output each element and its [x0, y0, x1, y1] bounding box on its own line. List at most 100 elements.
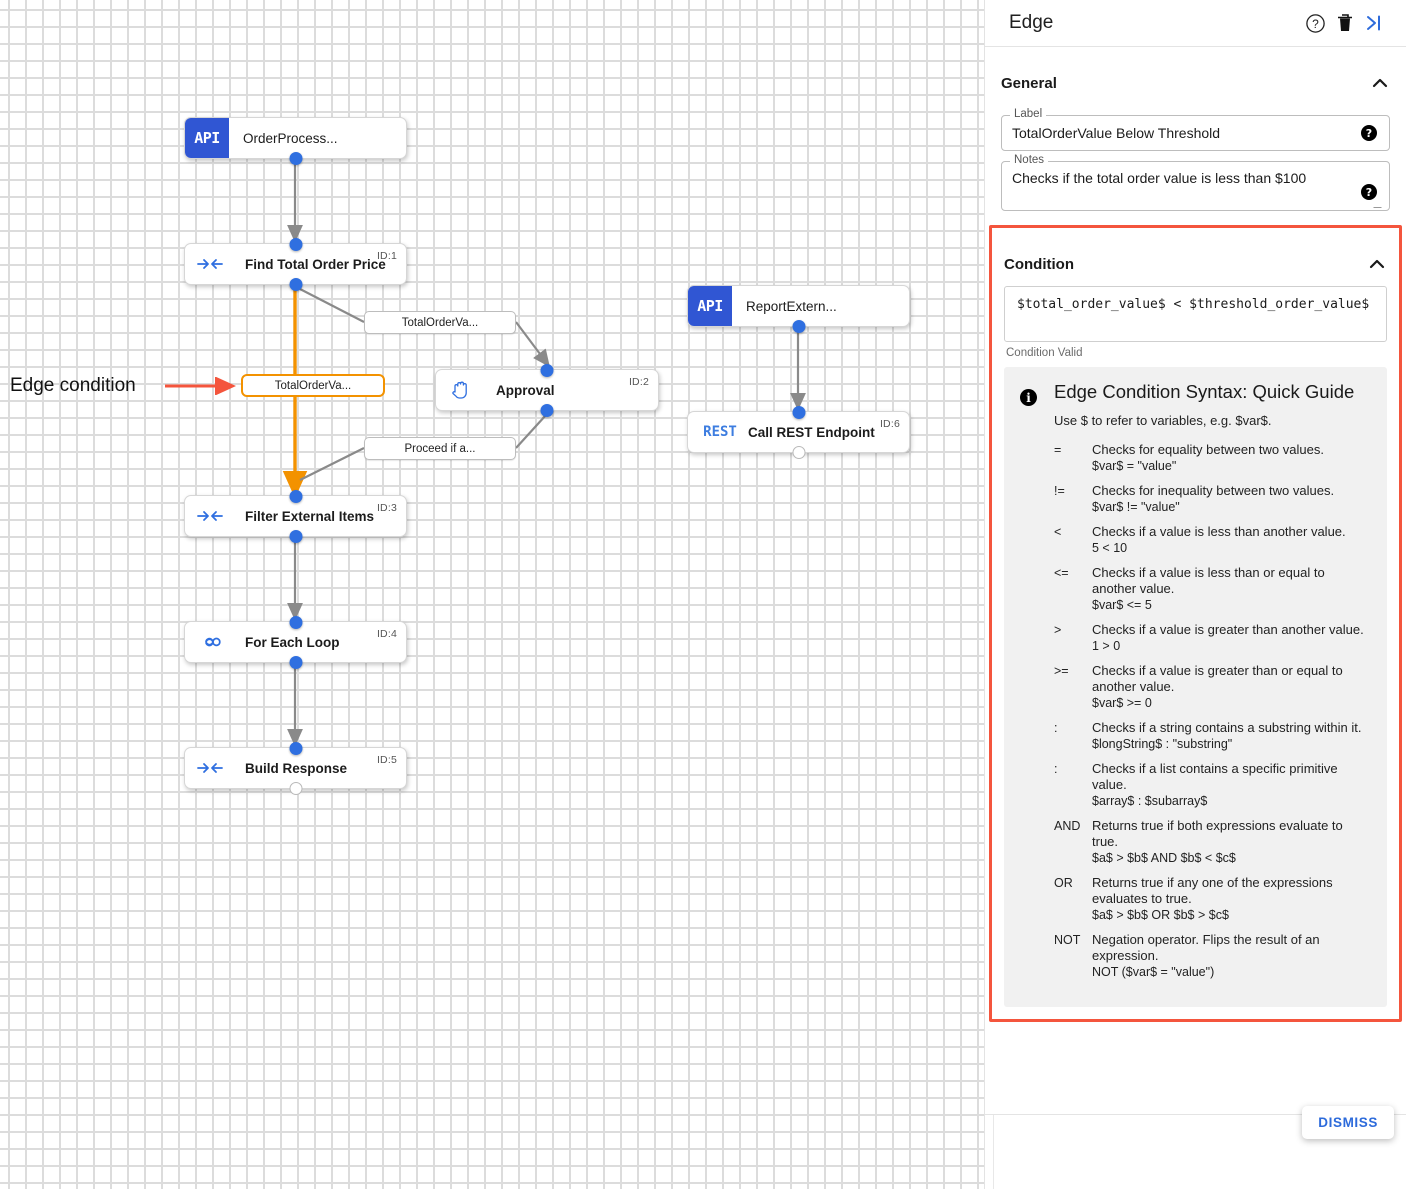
operator-symbol: : — [1054, 761, 1058, 776]
edge-label-selected[interactable]: TotalOrderVa... — [241, 374, 385, 397]
node-label: ReportExtern... — [746, 298, 837, 314]
node-id-label: ID:5 — [376, 754, 397, 766]
dismiss-button[interactable]: DISMISS — [1302, 1106, 1394, 1139]
footer-divider — [993, 1115, 994, 1189]
info-icon: i — [1020, 381, 1054, 989]
flow-canvas[interactable]: Edge condition API OrderProcess... Find … — [0, 0, 985, 1189]
edge-label[interactable]: Proceed if a... — [364, 437, 516, 460]
edge-label[interactable]: TotalOrderVa... — [364, 311, 516, 334]
condition-expression-input[interactable]: $total_order_value$ < $threshold_order_v… — [1004, 286, 1387, 342]
operator-description: Checks if a list contains a specific pri… — [1092, 760, 1338, 792]
operator-row: OR Returns true if any one of the express… — [1054, 875, 1371, 922]
node-port-out[interactable] — [792, 319, 805, 333]
chevron-up-icon[interactable] — [1370, 73, 1390, 93]
panel-title: Edge — [1009, 12, 1054, 33]
node-label: Call REST Endpoint — [748, 424, 875, 440]
edge-label-text: Proceed if a... — [404, 442, 476, 455]
node-order-process[interactable]: API OrderProcess... — [184, 117, 407, 165]
syntax-guide-subtitle: Use $ to refer to variables, e.g. $var$. — [1054, 413, 1272, 428]
operator-row: < Checks if a value is less than another … — [1054, 524, 1371, 555]
node-port-out[interactable] — [289, 151, 302, 165]
help-icon[interactable]: ? — [1361, 125, 1377, 141]
node-port-out[interactable] — [289, 781, 302, 795]
operator-description: Checks if a string contains a substring … — [1092, 719, 1362, 735]
node-label: Build Response — [245, 760, 348, 776]
operator-description: Checks if a value is greater than anothe… — [1092, 621, 1364, 637]
operator-example: $a$ > $b$ AND $b$ < $c$ — [1092, 850, 1236, 865]
operator-row: : Checks if a list contains a specific pr… — [1054, 761, 1371, 808]
edge-condition-annotation-label: Edge condition — [10, 375, 136, 396]
condition-heading: Condition — [1004, 255, 1074, 273]
operator-description: Checks if a value is greater than or equ… — [1092, 662, 1343, 694]
node-port-in[interactable] — [792, 405, 805, 419]
node-label: For Each Loop — [245, 634, 340, 650]
converge-arrows-icon — [189, 761, 231, 775]
node-build-response[interactable]: Build Response ID:5 — [184, 741, 407, 795]
chevron-up-icon[interactable] — [1367, 254, 1387, 274]
operator-row: != Checks for inequality between two valu… — [1054, 483, 1371, 514]
operator-row: >=Checks if a value is greater than or e… — [1054, 663, 1371, 710]
label-field-value: TotalOrderValue Below Threshold — [1012, 125, 1221, 141]
node-port-in[interactable] — [289, 489, 302, 503]
help-circle-icon[interactable]: ? — [1300, 13, 1330, 34]
hand-icon — [440, 379, 482, 401]
node-approval[interactable]: Approval ID:2 — [435, 363, 659, 417]
node-port-in[interactable] — [289, 237, 302, 251]
node-call-rest-endpoint[interactable]: REST Call REST Endpoint ID:6 — [687, 405, 910, 459]
edge-properties-panel: Edge ? General — [985, 0, 1406, 1189]
annotation-arrow-icon — [165, 377, 236, 395]
node-id-label: ID:2 — [628, 376, 649, 388]
node-port-out[interactable] — [540, 403, 554, 417]
condition-status: Condition Valid — [1006, 347, 1083, 359]
operator-description: Returns true if any one of the expressio… — [1092, 874, 1333, 906]
operator-description: Checks for inequality between two values… — [1092, 482, 1335, 498]
node-for-each-loop[interactable]: For Each Loop ID:4 — [184, 615, 407, 669]
node-label: Filter External Items — [245, 508, 375, 524]
label-field[interactable]: Label TotalOrderValue Below Threshold ? — [1001, 108, 1390, 151]
operator-symbol: OR — [1054, 875, 1073, 890]
node-id-label: ID:4 — [376, 628, 397, 640]
node-id-label: ID:3 — [376, 502, 397, 514]
resize-grip[interactable] — [1373, 200, 1389, 208]
condition-section: Condition $total_order_value$ < $thresho… — [989, 225, 1402, 1022]
node-port-out[interactable] — [289, 655, 302, 669]
converge-arrows-icon — [189, 509, 231, 523]
rest-badge-icon: REST — [703, 424, 737, 440]
operator-example: $a$ > $b$ OR $b$ > $c$ — [1092, 907, 1229, 922]
operator-symbol: != — [1054, 483, 1065, 498]
operator-example: 5 < 10 — [1092, 540, 1128, 555]
node-port-out[interactable] — [792, 445, 805, 459]
general-section-header[interactable]: General — [1001, 61, 1390, 105]
operator-example: $var$ = "value" — [1092, 458, 1177, 473]
trash-icon[interactable] — [1330, 13, 1360, 33]
operator-description: Checks if a value is less than another v… — [1092, 523, 1346, 539]
node-find-total-order-price[interactable]: Find Total Order Price ID:1 — [184, 237, 407, 291]
node-port-out[interactable] — [289, 277, 302, 291]
panel-header: Edge ? — [985, 0, 1406, 47]
notes-field-value: Checks if the total order value is less … — [1012, 170, 1307, 186]
node-port-in[interactable] — [289, 741, 302, 755]
edge-label-text: TotalOrderVa... — [274, 379, 352, 392]
infinity-icon — [189, 635, 231, 649]
operator-description: Returns true if both expressions evaluat… — [1092, 817, 1343, 849]
node-port-out[interactable] — [289, 529, 302, 543]
operator-row: AND Returns true if both expressions eval… — [1054, 818, 1371, 865]
operator-example: $longString$ : "substring" — [1092, 736, 1233, 751]
label-field-caption: Label — [1010, 108, 1047, 120]
edge-connections — [282, 159, 806, 747]
operator-symbol: < — [1054, 524, 1062, 539]
operator-row: <=Checks if a value is less than or equa… — [1054, 565, 1371, 612]
node-port-in[interactable] — [540, 363, 554, 377]
notes-field[interactable]: Notes Checks if the total order value is… — [1001, 154, 1390, 211]
collapse-panel-icon[interactable] — [1360, 13, 1390, 33]
operator-symbol: AND — [1054, 818, 1081, 833]
help-icon[interactable]: ? — [1361, 184, 1377, 200]
converge-arrows-icon — [189, 257, 231, 271]
operator-description: Checks if a value is less than or equal … — [1092, 564, 1325, 596]
node-report-external[interactable]: API ReportExtern... — [687, 285, 910, 333]
node-label: Approval — [496, 382, 555, 398]
node-port-in[interactable] — [289, 615, 302, 629]
node-filter-external-items[interactable]: Filter External Items ID:3 — [184, 489, 407, 543]
condition-section-header[interactable]: Condition — [1004, 242, 1387, 286]
